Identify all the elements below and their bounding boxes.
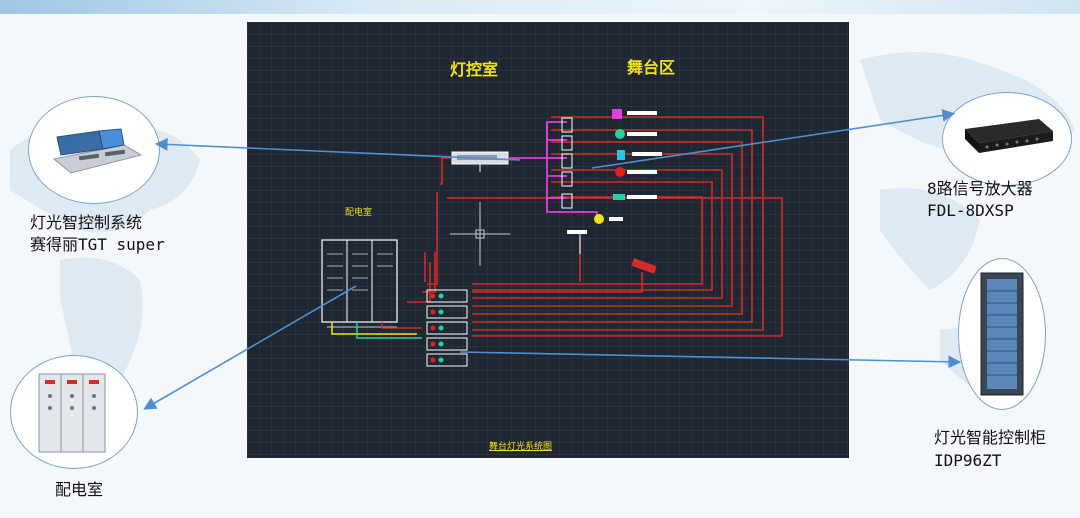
power-room-ellipse: [10, 355, 138, 469]
amplifier-label-line2: FDL-8DXSP: [927, 201, 1014, 221]
control-room-title: 灯控室: [450, 56, 498, 80]
cabinet-label-line1: 灯光智能控制柜: [934, 428, 1046, 448]
distribution-room-label: 配电室: [345, 205, 372, 218]
top-banner: [0, 0, 1080, 14]
dimmer-racks: [427, 290, 467, 366]
amplifier-ellipse: [942, 92, 1072, 186]
console-label-line1: 灯光智控制系统: [30, 213, 142, 233]
wiring-diagram: [247, 22, 849, 458]
power-cabinet-icon: [11, 356, 137, 468]
console-ellipse: [28, 96, 160, 204]
control-room-console: [452, 152, 508, 172]
crosshair: [450, 202, 510, 266]
cad-drawing: 灯控室 舞台区 配电室 舞台灯光系统图: [247, 22, 849, 458]
dimmer-cabinet-icon: [959, 259, 1045, 409]
red-wiring: [407, 117, 782, 336]
stage-area-title: 舞台区: [627, 54, 675, 78]
signal-amplifier-icon: [943, 93, 1071, 185]
cabinet-label-line2: IDP96ZT: [934, 451, 1001, 471]
console-label-line2: 赛得丽TGT super: [30, 235, 165, 255]
cabinet-ellipse: [958, 258, 1046, 410]
power-room-label: 配电室: [55, 480, 103, 500]
diagram-footer: 舞台灯光系统图: [489, 439, 552, 452]
stage-fixtures: [567, 109, 662, 274]
lighting-console-icon: [29, 97, 159, 203]
splitter-boxes: [562, 118, 572, 208]
distribution-cabinets: [322, 240, 422, 338]
dmx-wiring: [508, 122, 597, 220]
amplifier-label-line1: 8路信号放大器: [927, 179, 1033, 199]
